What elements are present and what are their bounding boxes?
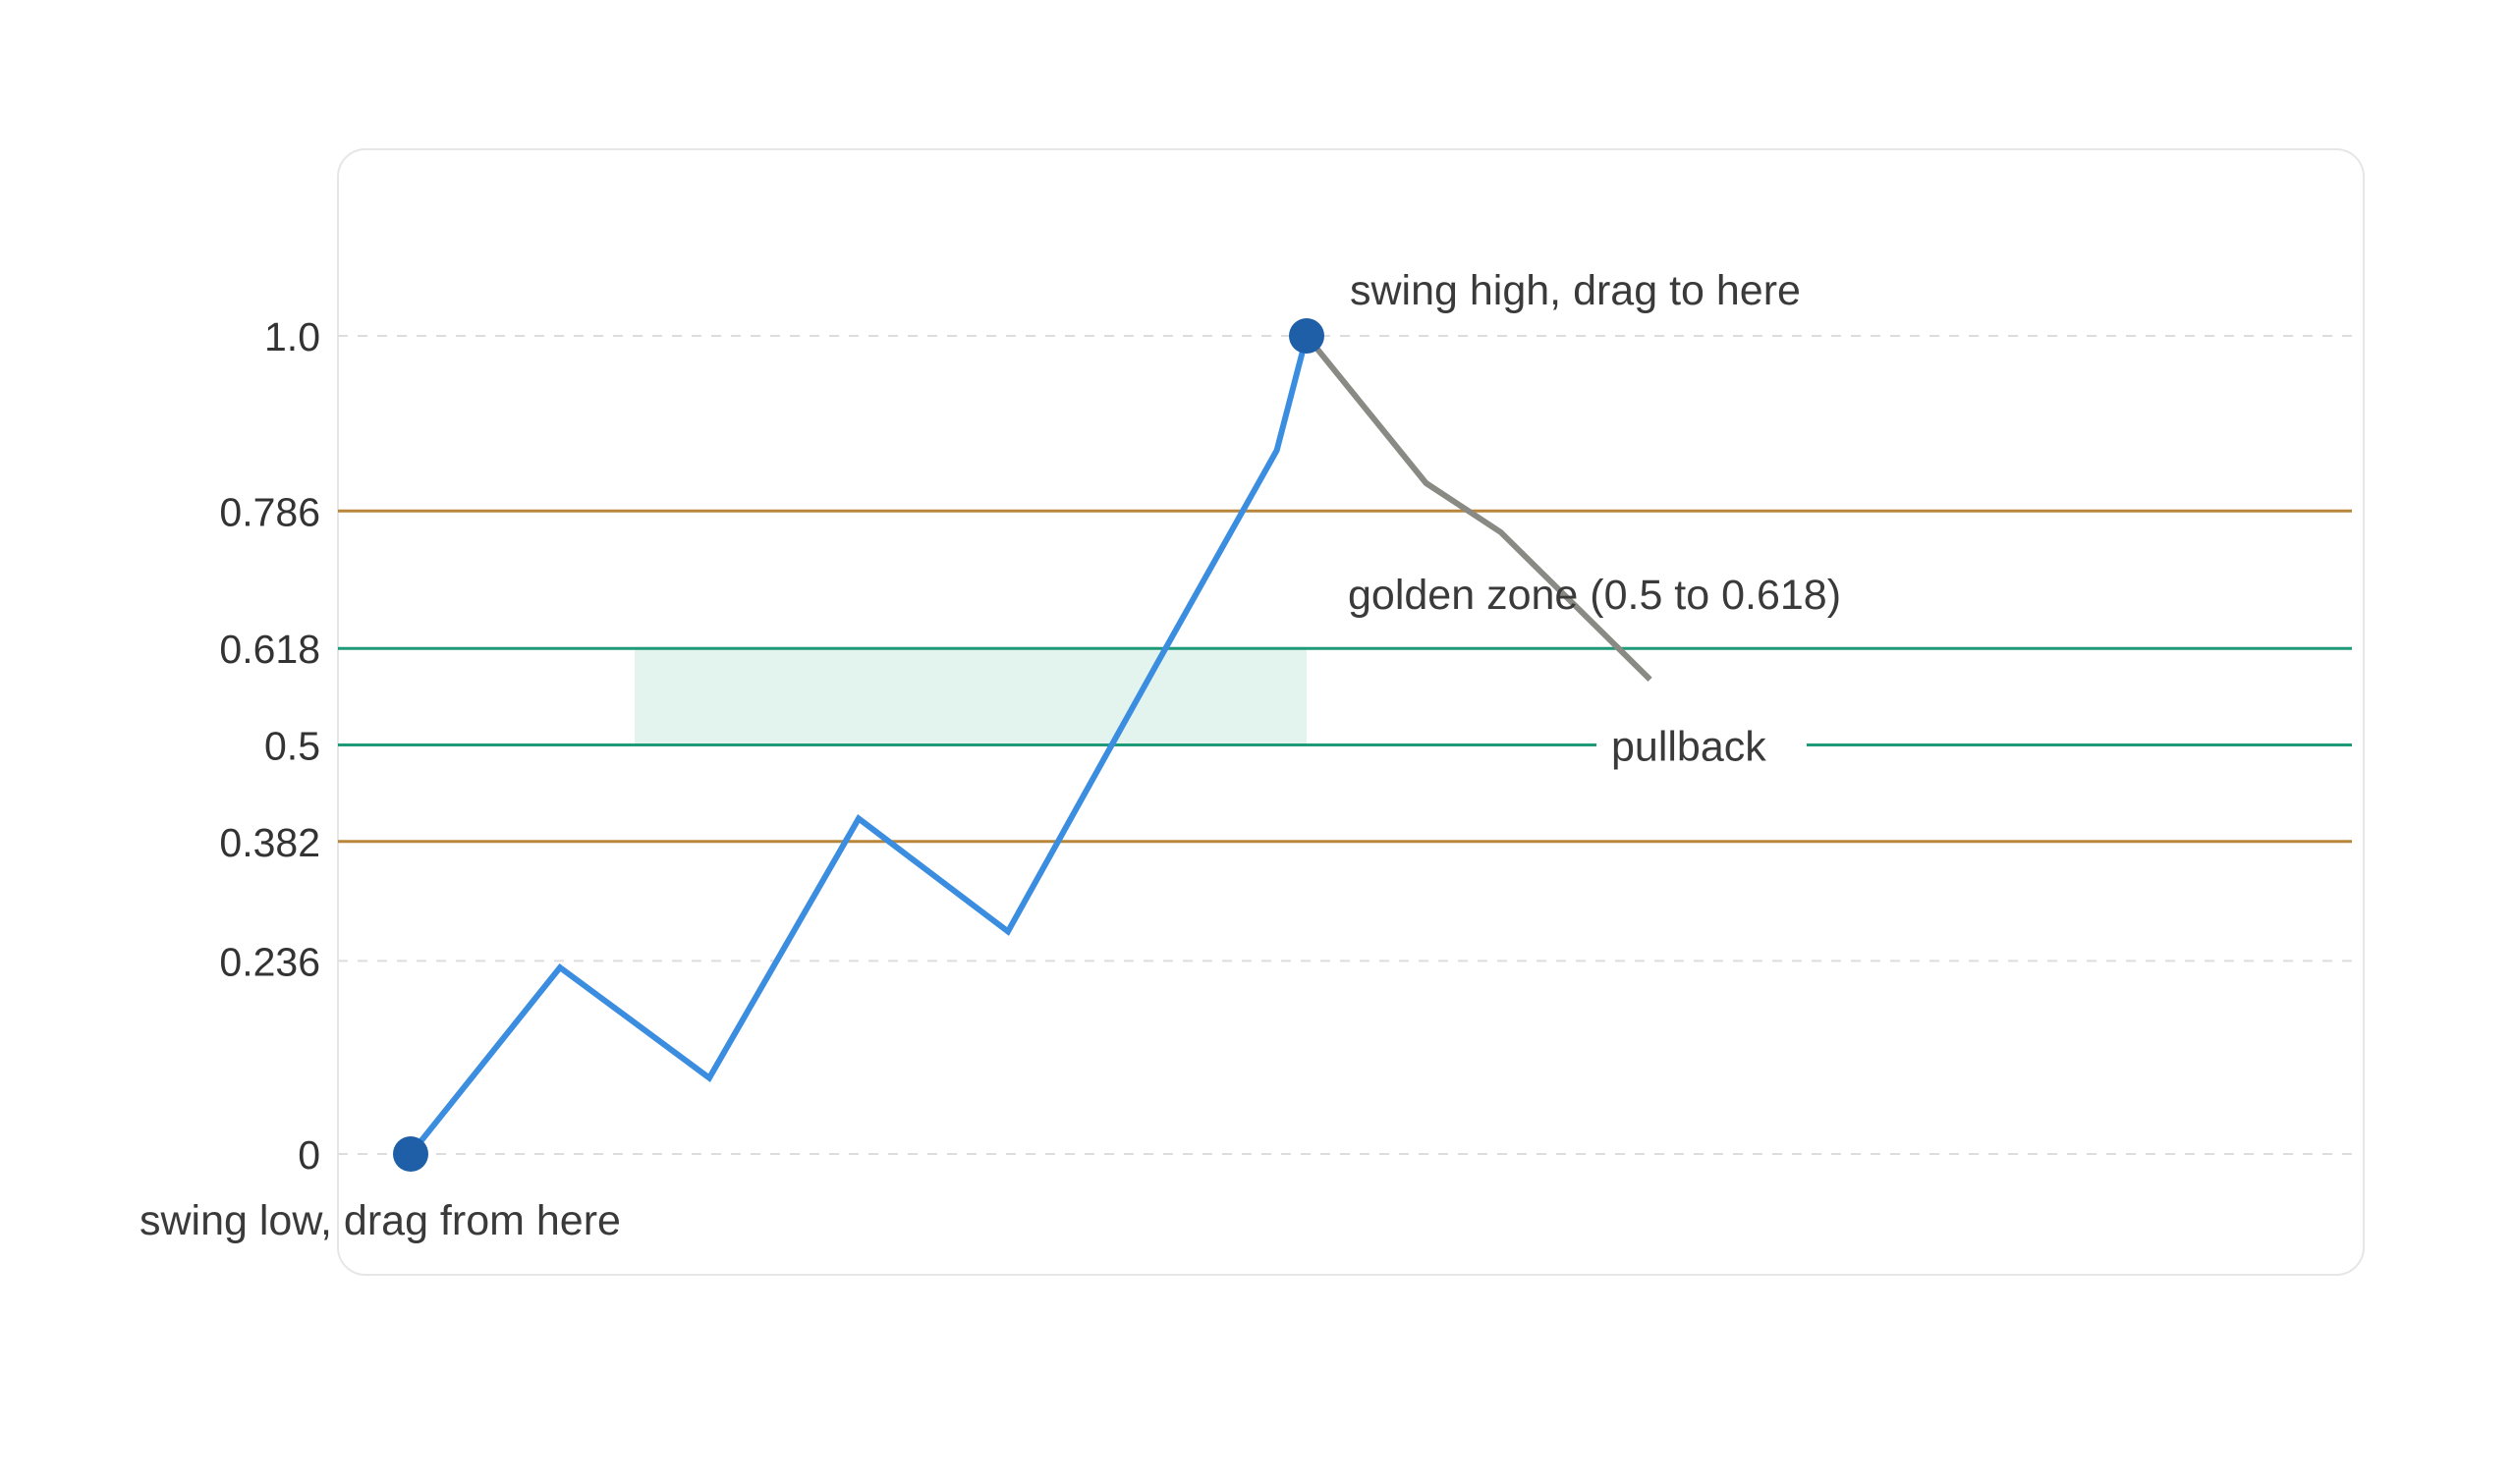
swing-high-handle[interactable] [1289,318,1324,354]
y-tick-labels: 1.0 0.786 0.618 0.5 0.382 0.236 0 [219,314,320,1178]
y-tick-label: 0.618 [219,627,320,672]
y-tick-label: 1.0 [264,314,320,359]
handle-layer [393,318,1324,1172]
golden-zone-label: golden zone (0.5 to 0.618) [1348,572,1841,619]
swing-high-label: swing high, drag to here [1350,267,1801,314]
swing-low-handle[interactable] [393,1136,428,1172]
pullback-label-background [1596,715,1807,775]
price-line [408,335,1310,1156]
swing-low-label: swing low, drag from here [140,1197,621,1244]
golden-zone-band [635,648,1307,745]
y-tick-label: 0.786 [219,489,320,534]
grid-layer [338,335,2352,1155]
plot-frame [337,148,2365,1276]
y-tick-label: 0.5 [264,724,320,769]
annotation-layer: golden zone (0.5 to 0.618) pullback swin… [140,267,1841,1244]
reference-line-layer [338,509,2352,844]
y-tick-label: 0.382 [219,820,320,865]
y-tick-label: 0 [298,1132,320,1178]
pullback-label: pullback [1611,724,1766,771]
y-tick-label: 0.236 [219,939,320,984]
pullback-line [1304,334,1652,682]
zone-layer [635,648,1307,745]
series-layer [408,334,1652,1156]
